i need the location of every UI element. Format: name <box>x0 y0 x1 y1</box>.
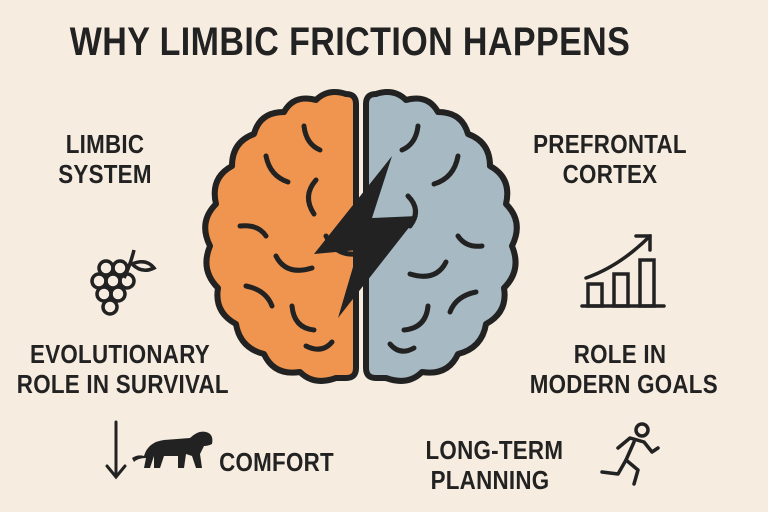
page-title: WHY LIMBIC FRICTION HAPPENS <box>69 20 631 64</box>
lightning-bolt-icon <box>314 156 418 318</box>
comfort-label: COMFORT <box>219 447 334 477</box>
limbic-hemisphere <box>202 89 359 384</box>
grapes-icon <box>90 249 157 316</box>
running-person-icon <box>600 422 660 486</box>
tiger-icon <box>132 431 213 468</box>
long-term-planning-label: LONG-TERM PLANNING <box>425 435 564 495</box>
limbic-system-heading: LIMBIC SYSTEM <box>58 129 152 189</box>
prefrontal-cortex-heading: PREFRONTAL CORTEX <box>533 129 687 189</box>
modern-goals-label: ROLE IN MODERN GOALS <box>529 339 718 399</box>
evolutionary-role-label: EVOLUTIONARY ROLE IN SURVIVAL <box>16 339 229 399</box>
brain-icon <box>202 89 520 384</box>
prefrontal-hemisphere <box>363 89 520 384</box>
arrow-down-icon <box>105 420 127 480</box>
growth-chart-icon <box>580 234 666 308</box>
